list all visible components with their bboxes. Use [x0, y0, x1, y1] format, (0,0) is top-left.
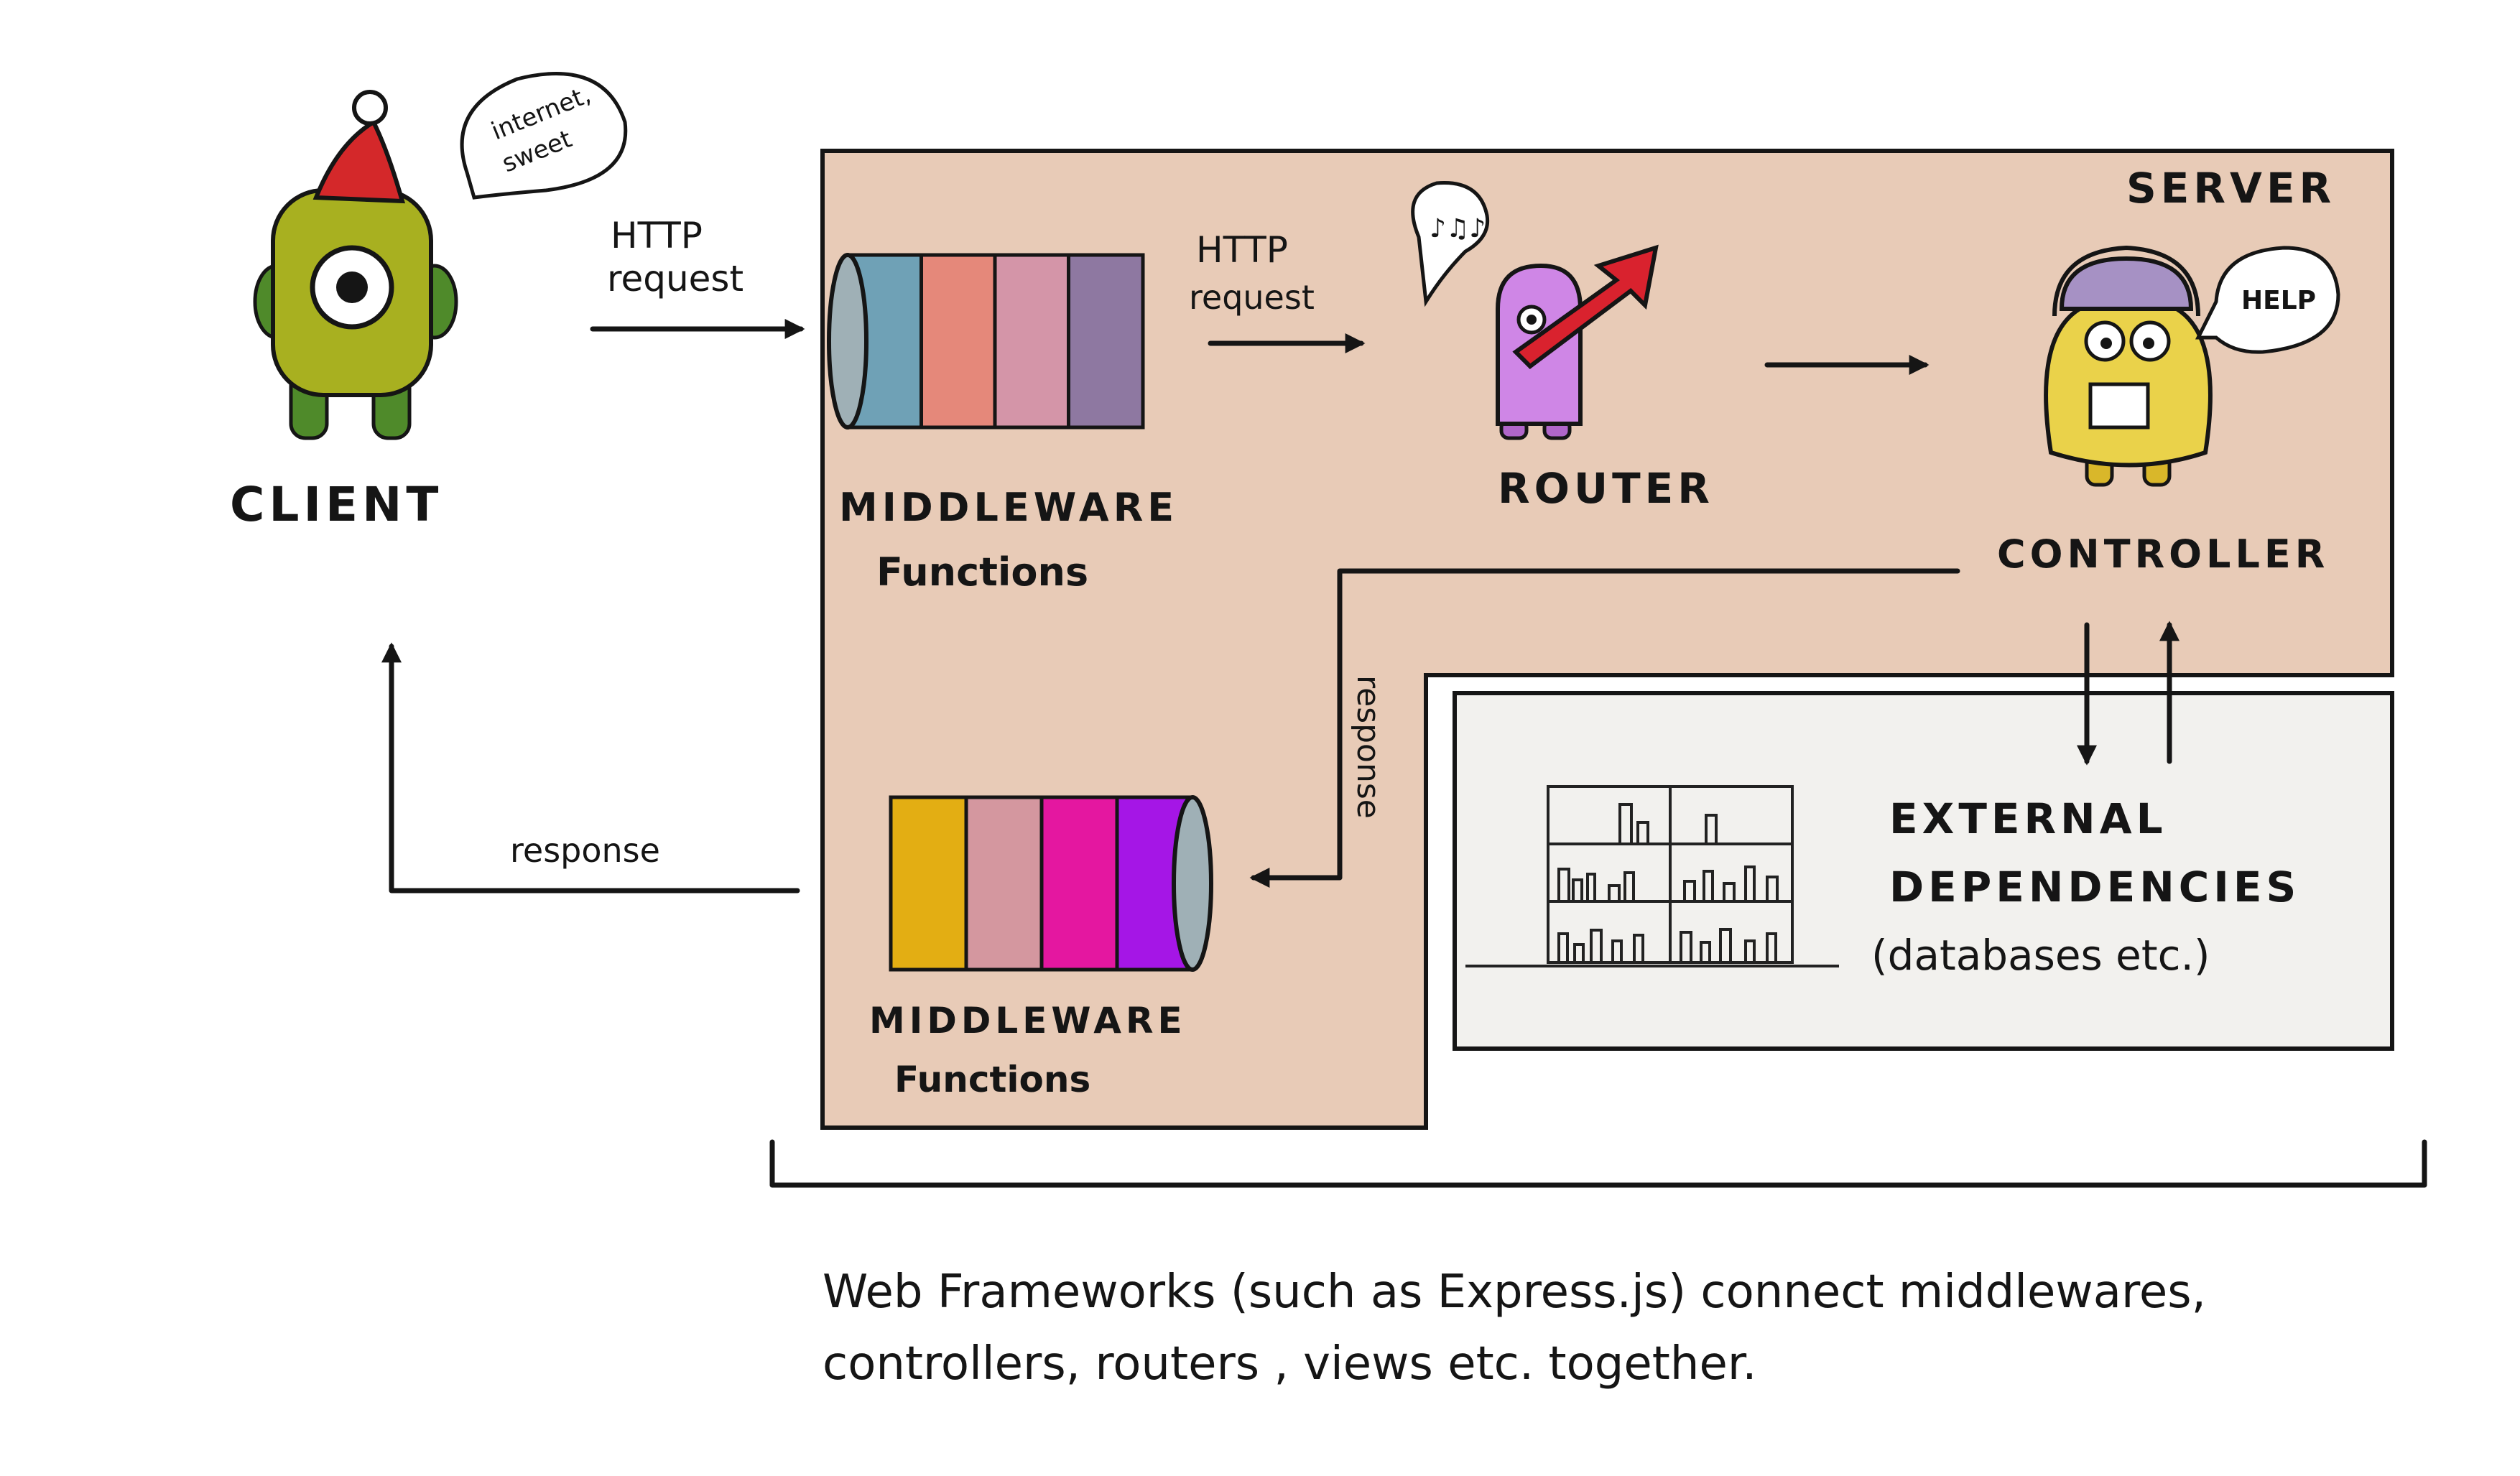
- controller-character: [2044, 245, 2340, 487]
- middleware-band: [993, 253, 1071, 430]
- client-character: [253, 90, 458, 440]
- middleware-band: [1067, 253, 1145, 430]
- server-region: [820, 149, 2394, 1130]
- caption-line2: controllers, routers , views etc. togeth…: [823, 1337, 1757, 1391]
- client-label: CLIENT: [230, 477, 443, 532]
- response-outer-arrow: [381, 642, 800, 894]
- middleware-out-label-line1: MIDDLEWARE: [869, 1000, 1187, 1041]
- middleware-in-label-line1: MIDDLEWARE: [839, 485, 1178, 530]
- middleware-band: [1039, 795, 1120, 972]
- middleware-in-label-line2: Functions: [876, 549, 1088, 595]
- response-outer-label: response: [510, 831, 660, 870]
- controller-speech: HELP: [2241, 286, 2316, 315]
- external-dependencies-box: [1453, 691, 2394, 1051]
- external-line3: (databases etc.): [1871, 931, 2210, 980]
- middleware-band: [964, 795, 1044, 972]
- http-request-inner-line1: HTTP: [1196, 229, 1288, 271]
- router-label: ROUTER: [1498, 464, 1714, 513]
- client-speech-bubble: internet, sweet: [460, 72, 628, 200]
- http-request-inner-line2: request: [1189, 278, 1315, 317]
- server-label: SERVER: [2126, 164, 2335, 213]
- middleware-out-pipe: [889, 795, 1213, 972]
- http-request-outer-line1: HTTP: [611, 215, 703, 256]
- middleware-pipe-cap: [1172, 795, 1213, 972]
- caption-line1: Web Frameworks (such as Express.js) conn…: [823, 1266, 2206, 1319]
- external-line1: EXTERNAL: [1889, 794, 2167, 843]
- middleware-band: [889, 795, 969, 972]
- middleware-band: [919, 253, 998, 430]
- framework-bracket: [769, 1139, 2427, 1188]
- middleware-out-label-line2: Functions: [894, 1059, 1090, 1100]
- external-line2: DEPENDENCIES: [1889, 863, 2300, 911]
- response-inner-label: response: [1350, 675, 1386, 819]
- controller-label: CONTROLLER: [1997, 532, 2329, 577]
- svg-text:♪♫♪: ♪♫♪: [1430, 214, 1486, 243]
- middleware-pipe-cap: [827, 253, 868, 430]
- http-request-outer-line2: request: [607, 258, 744, 300]
- middleware-in-pipe: [827, 253, 1145, 430]
- response-inner-arrow: [1249, 568, 1960, 888]
- bookshelf-illustration: [1465, 785, 1839, 967]
- router-character: ♪♫♪: [1411, 181, 1659, 440]
